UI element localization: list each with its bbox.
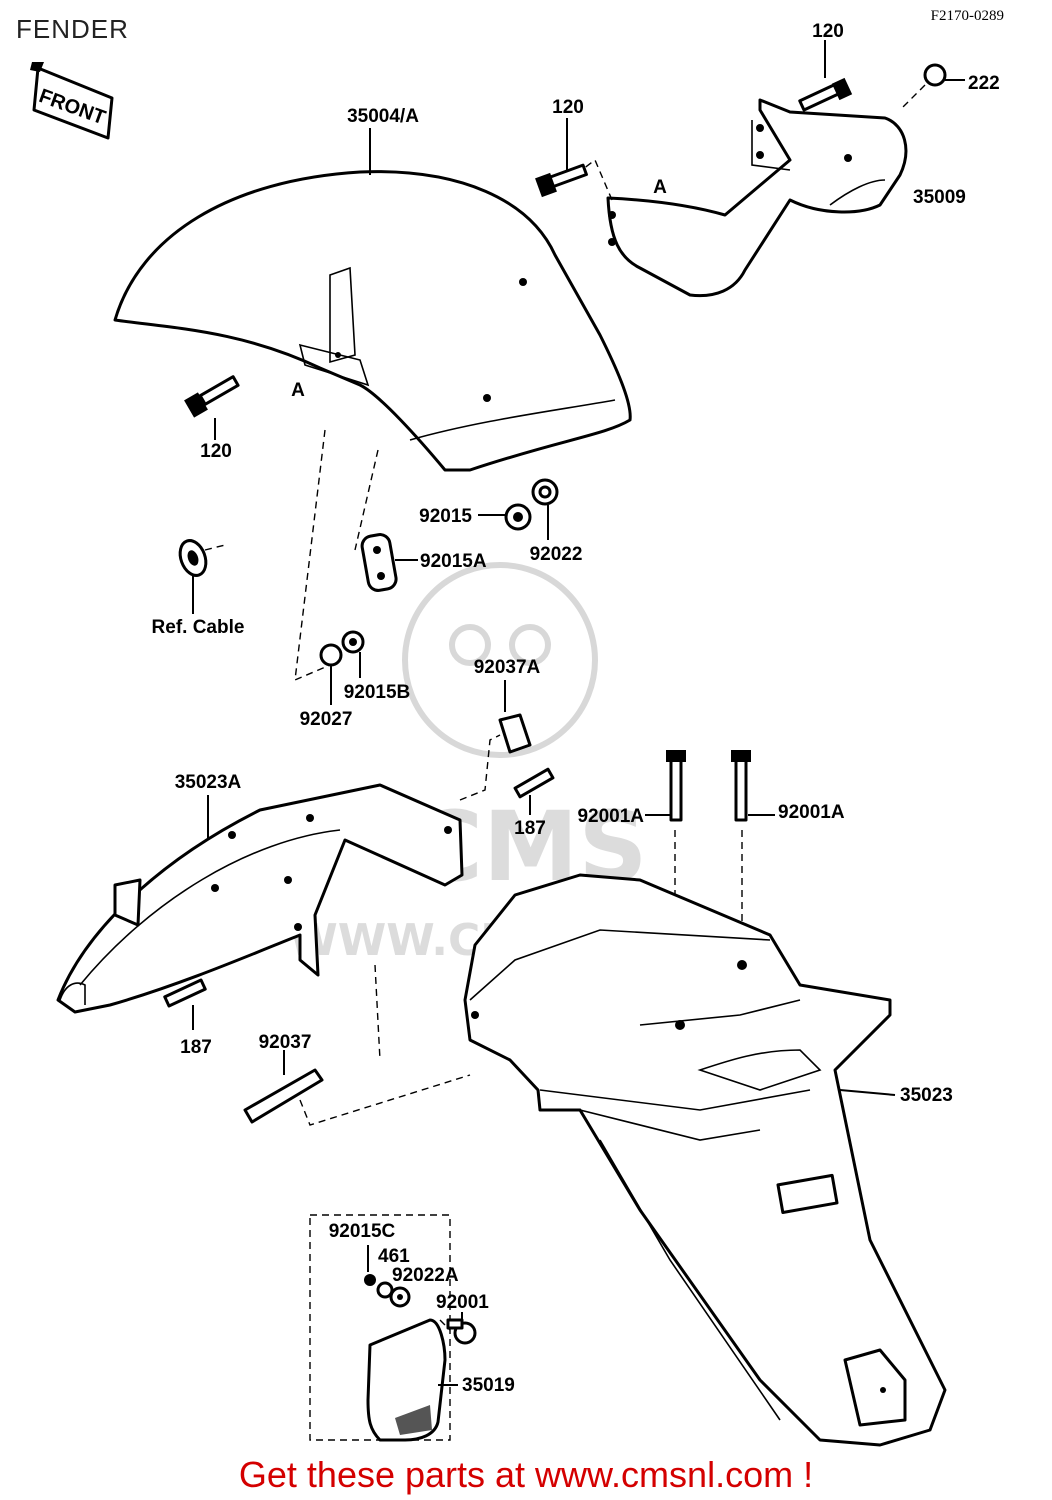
washer-92022a[interactable] — [389, 1286, 411, 1308]
callout-reflector-35019: 35019 — [462, 1375, 515, 1396]
callout-bolt-120-top: 120 — [812, 21, 844, 42]
part-461[interactable] — [376, 1281, 394, 1299]
callout-clamp-92037a: 92037A — [474, 657, 541, 678]
callout-bolt-120-mid: 120 — [552, 97, 584, 118]
diagram-code: F2170-0289 — [930, 8, 1004, 24]
bolt-120-left[interactable] — [184, 375, 240, 440]
callout-front-fender-bracket: 35009 — [913, 187, 966, 208]
bolt-120-top[interactable] — [798, 40, 853, 112]
washer-92022[interactable] — [531, 478, 559, 540]
clamp-92037a[interactable] — [498, 680, 532, 754]
reflector-35019[interactable] — [366, 1318, 458, 1442]
callout-ref-a-bracket: A — [653, 177, 667, 198]
callout-nut-92015: 92015 — [419, 506, 472, 527]
callout-bolt-92001a-right: 92001A — [778, 802, 845, 823]
nut-92015b[interactable] — [341, 630, 365, 678]
page-title: FENDER — [16, 14, 129, 44]
callout-bolt-120-left: 120 — [200, 441, 232, 462]
nut-92015c[interactable] — [364, 1245, 376, 1286]
bolt-92001[interactable] — [446, 1312, 477, 1345]
callout-washer-92022a: 92022A — [392, 1265, 459, 1286]
callout-nut-92015c: 92015C — [329, 1221, 396, 1242]
callout-rear-fender: 35023 — [900, 1085, 953, 1106]
bolt-120-mid[interactable] — [535, 118, 588, 198]
nut-92015[interactable] — [478, 503, 532, 531]
callout-screw-222: 222 — [968, 73, 1000, 94]
front-fender[interactable] — [113, 170, 632, 472]
callout-nut-92015b: 92015B — [344, 682, 411, 703]
callout-bolt-92001: 92001 — [436, 1292, 489, 1313]
ref-cable-guide[interactable] — [176, 537, 226, 614]
callout-ref-cable: Ref. Cable — [152, 617, 245, 638]
callout-clamp-92037: 92037 — [259, 1032, 312, 1053]
front-marker: FRONT — [30, 62, 114, 140]
callout-washer-92022: 92022 — [530, 544, 583, 565]
rear-flap[interactable] — [56, 783, 464, 1014]
callout-bolt-92001a-left: 92001A — [577, 806, 644, 827]
reflector-inset-box — [309, 1214, 451, 1441]
bolt-187-left[interactable] — [163, 978, 207, 1030]
callout-ref-a-fender: A — [291, 380, 305, 401]
rear-fender[interactable] — [463, 873, 947, 1447]
callout-bolt-187-right: 187 — [514, 818, 546, 839]
callout-washer-92027: 92027 — [300, 709, 353, 730]
callout-bolt-187-left: 187 — [180, 1037, 212, 1058]
clamp-92037[interactable] — [243, 1050, 324, 1124]
front-arrow-icon — [32, 66, 114, 140]
bolt-92001a-left[interactable] — [645, 750, 686, 822]
footer-parts-link[interactable]: Get these parts at www.cmsnl.com ! — [238, 1454, 814, 1495]
washer-92027[interactable] — [319, 643, 343, 705]
screw-222[interactable] — [899, 63, 965, 111]
callout-plate-92015a: 92015A — [420, 551, 487, 572]
watermark-face-icon — [402, 562, 598, 758]
callout-rear-flap: 35023A — [175, 772, 242, 793]
callout-front-fender: 35004/A — [347, 106, 419, 127]
bolt-92001a-right[interactable] — [731, 750, 775, 822]
bolt-187-right[interactable] — [513, 767, 555, 815]
callout-part-461: 461 — [378, 1246, 410, 1267]
front-fender-bracket[interactable] — [574, 98, 908, 298]
plate-92015a[interactable] — [360, 533, 418, 592]
